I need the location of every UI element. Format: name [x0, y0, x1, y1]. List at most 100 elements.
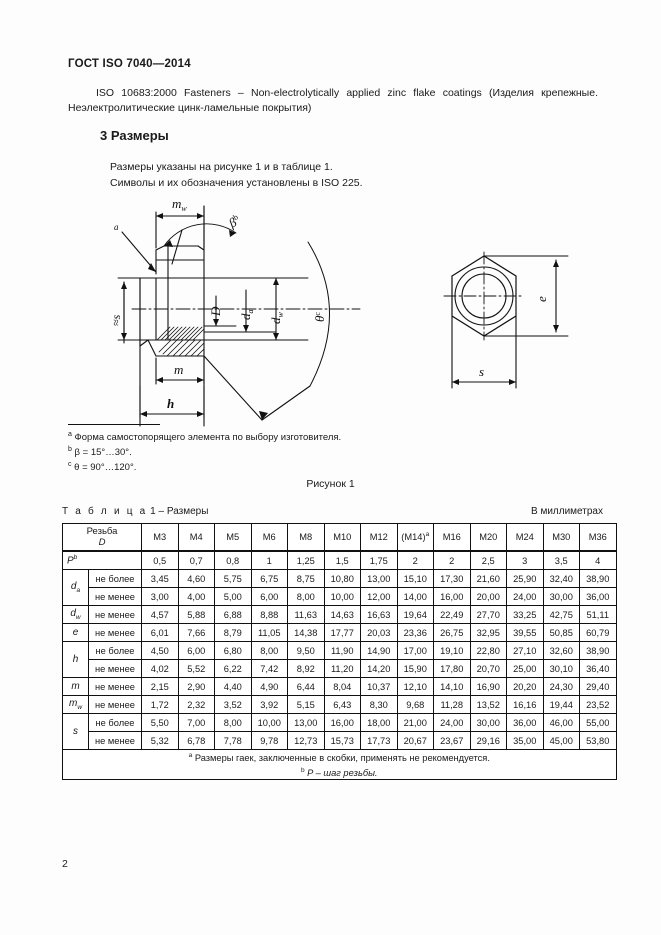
table-row-dw-min: dw не менее 4,57 5,88 6,88 8,88 11,63 14…	[62, 605, 617, 624]
section-lead: Размеры указаны на рисунке 1 и в таблице…	[110, 160, 363, 191]
cell-da-min-m8: 8,00	[287, 587, 325, 606]
header-thread-line2: D	[98, 537, 106, 548]
cell-m-min-m6: 4,90	[250, 677, 288, 696]
cell-s-min-m6: 9,78	[250, 731, 288, 750]
cell-s-min-m10: 15,73	[323, 731, 361, 750]
cell-m-min-m8: 6,44	[287, 677, 325, 696]
cell-dw-min-m12: 16,63	[360, 605, 398, 624]
cell-m-min-m30: 24,30	[542, 677, 580, 696]
cell-p-m14: 2	[396, 550, 434, 570]
cell-h-max-m5: 6,80	[214, 641, 252, 660]
cell-m-min-m5: 4,40	[214, 677, 252, 696]
cell-h-min-m10: 11,20	[323, 659, 361, 678]
cell-p-m6: 1	[250, 550, 288, 570]
table-caption-rest: 1 – Размеры	[150, 506, 209, 517]
table-footnote-b-text: P – шаг резьбы.	[307, 767, 378, 778]
cell-m-min-m24: 20,20	[506, 677, 544, 696]
cell-dw-min-m6: 8,88	[250, 605, 288, 624]
cell-h-min-m30: 30,10	[542, 659, 580, 678]
figure-label-da: da	[238, 310, 255, 321]
cell-da-min-m16: 16,00	[433, 587, 471, 606]
row-symbol-h: h	[62, 641, 89, 678]
cell-da-min-m36: 36,00	[579, 587, 617, 606]
figure-footnote-b-text: β = 15°…30°.	[74, 446, 132, 458]
header-thread: Резьба D	[62, 523, 142, 552]
cell-e-min-m4: 7,66	[177, 623, 215, 642]
row-symbol-p: Pb	[62, 550, 142, 570]
cell-dw-min-m24: 33,25	[506, 605, 544, 624]
cell-dw-min-m3: 4,57	[141, 605, 179, 624]
cell-da-max-m12: 13,00	[360, 569, 398, 588]
cell-da-min-m24: 24,00	[506, 587, 544, 606]
cell-p-m3: 0,5	[141, 550, 179, 570]
cell-h-max-m10: 11,90	[323, 641, 361, 660]
cell-h-min-m4: 5,52	[177, 659, 215, 678]
figure-label-dw: dw	[268, 312, 285, 325]
cell-p-m20: 2,5	[469, 550, 507, 570]
cell-dw-min-m30: 42,75	[542, 605, 580, 624]
row-symbol-mw-sub: w	[77, 704, 83, 711]
header-thread-line1: Резьба	[86, 526, 118, 537]
table-head: Резьба D M3 M4 M5 M6 M8 M10 M12 (M14)a M…	[62, 523, 617, 552]
table-units-note: В миллиметрах	[531, 506, 603, 517]
cell-mw-min-m24: 16,16	[506, 695, 544, 714]
table-caption: Т а б л и ц а 1 – Размеры	[62, 506, 208, 517]
footnote-rule	[68, 424, 160, 425]
header-col-m8: M8	[287, 523, 325, 552]
figure-label-e: e	[534, 296, 549, 302]
cell-da-min-m30: 30,00	[542, 587, 580, 606]
row-limit-e-min: не менее	[88, 623, 142, 642]
cell-s-max-m30: 46,00	[542, 713, 580, 732]
header-col-m12: M12	[360, 523, 398, 552]
figure-1-drawing: mw βb a ≈s D da dw θc m h e	[60, 190, 600, 430]
intro-paragraph: ISO 10683:2000 Fasteners – Non-electroly…	[68, 86, 598, 116]
cell-da-min-m4: 4,00	[177, 587, 215, 606]
cell-dw-min-m14: 19,64	[396, 605, 434, 624]
section-heading: 3 Размеры	[100, 128, 169, 143]
standard-header: ГОСТ ISO 7040—2014	[68, 58, 191, 70]
cell-p-m24: 3	[506, 550, 544, 570]
header-col-m20: M20	[469, 523, 507, 552]
figure-label-D: D	[208, 306, 223, 317]
cell-s-max-m20: 30,00	[469, 713, 507, 732]
cell-h-min-m20: 20,70	[469, 659, 507, 678]
figure-label-approx-s: ≈s	[109, 314, 123, 326]
cell-h-min-m36: 36,40	[579, 659, 617, 678]
cell-s-max-m6: 10,00	[250, 713, 288, 732]
cell-h-max-m8: 9,50	[287, 641, 325, 660]
cell-s-max-m8: 13,00	[287, 713, 325, 732]
footnote-mark-a: a	[68, 431, 72, 438]
footnote-mark-c: c	[68, 460, 72, 468]
figure-label-mw: mw	[172, 196, 187, 213]
nut-drawing-svg: mw βb a ≈s D da dw θc m h e	[109, 196, 569, 427]
cell-dw-min-m16: 22,49	[433, 605, 471, 624]
cell-m-min-m20: 16,90	[469, 677, 507, 696]
cell-mw-min-m6: 3,92	[250, 695, 288, 714]
table-body: Pb 0,5 0,7 0,8 1 1,25 1,5 1,75 2 2 2,5 3…	[62, 550, 617, 781]
cell-e-min-m24: 39,55	[506, 623, 544, 642]
cell-h-max-m16: 19,10	[433, 641, 471, 660]
cell-dw-min-m20: 27,70	[469, 605, 507, 624]
cell-e-min-m3: 6,01	[141, 623, 179, 642]
cell-m-min-m16: 14,10	[433, 677, 471, 696]
cell-dw-min-m10: 14,63	[323, 605, 361, 624]
figure-footnote-c: c θ = 90°…120°.	[68, 459, 488, 474]
cell-s-max-m10: 16,00	[323, 713, 361, 732]
row-symbol-dw: dw	[62, 605, 89, 624]
figure-label-theta: θc	[312, 312, 327, 322]
figure-label-m: m	[174, 362, 183, 377]
cell-h-max-m12: 14,90	[360, 641, 398, 660]
cell-da-min-m3: 3,00	[141, 587, 179, 606]
cell-p-m5: 0,8	[214, 550, 252, 570]
cell-mw-min-m4: 2,32	[177, 695, 215, 714]
row-limit-da-min: не менее	[88, 587, 142, 606]
figure-footnote-a-text: Форма самостопорящего элемента по выбору…	[74, 432, 342, 444]
cell-e-min-m10: 17,77	[323, 623, 361, 642]
cell-s-min-m3: 5,32	[141, 731, 179, 750]
table-row-mw-min: mw не менее 1,72 2,32 3,52 3,92 5,15 6,4…	[62, 695, 617, 714]
cell-h-min-m14: 15,90	[396, 659, 434, 678]
cell-p-m12: 1,75	[360, 550, 398, 570]
cell-p-m36: 4	[579, 550, 617, 570]
row-limit-h-min: не менее	[88, 659, 142, 678]
